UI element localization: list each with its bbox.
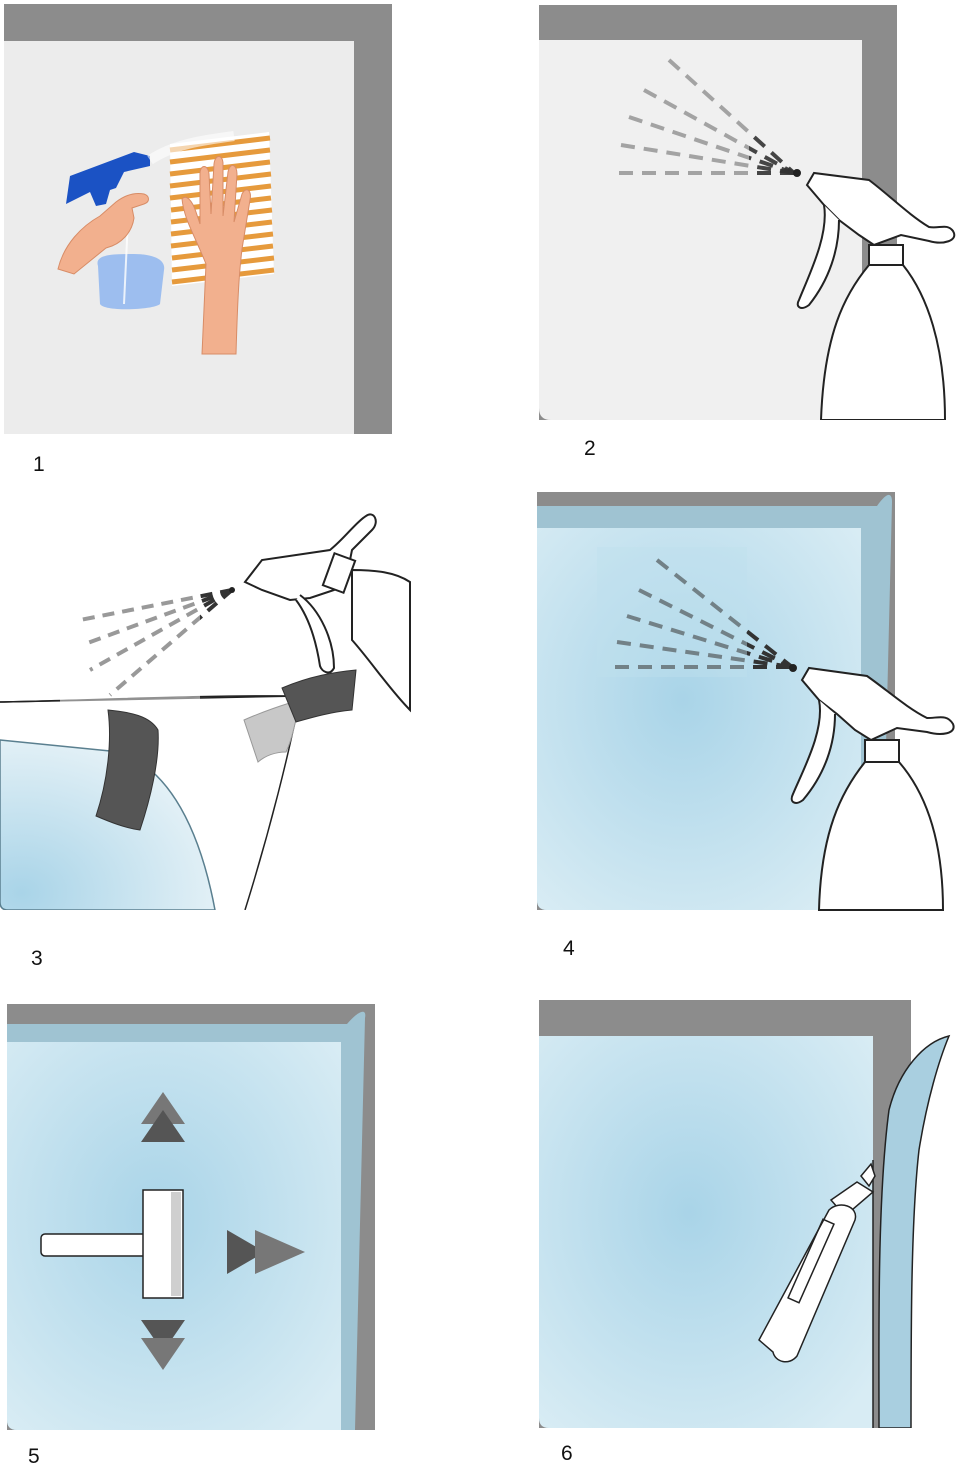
step-6-panel <box>539 1000 951 1428</box>
film-peel-icon <box>0 513 411 910</box>
spray-mist-icon <box>615 558 794 669</box>
window-film <box>537 528 861 910</box>
spray-bottle-icon <box>789 664 955 911</box>
utility-knife-icon <box>758 1162 876 1363</box>
step-3-panel <box>0 490 420 910</box>
squeegee-icon <box>40 1189 184 1299</box>
step-6-label: 6 <box>561 1442 573 1465</box>
step-4-panel <box>537 492 961 912</box>
spray-mist-icon <box>599 45 796 185</box>
step-3-label: 3 <box>31 947 43 970</box>
step-1-panel <box>4 4 392 434</box>
step-4-label: 4 <box>563 937 575 960</box>
step-2-label: 2 <box>584 437 596 460</box>
arrow-up-icon <box>141 1092 185 1142</box>
arrow-down-icon <box>141 1320 185 1370</box>
step-5-label: 5 <box>28 1445 40 1468</box>
arrow-right-icon <box>227 1230 305 1274</box>
step-5-panel <box>7 1004 377 1430</box>
film-excess-strip <box>878 1034 951 1428</box>
spray-bottle-and-cloth-icon <box>57 131 275 355</box>
step-1-label: 1 <box>33 453 45 476</box>
spray-bottle-icon <box>793 169 956 420</box>
step-2-panel <box>539 5 963 420</box>
